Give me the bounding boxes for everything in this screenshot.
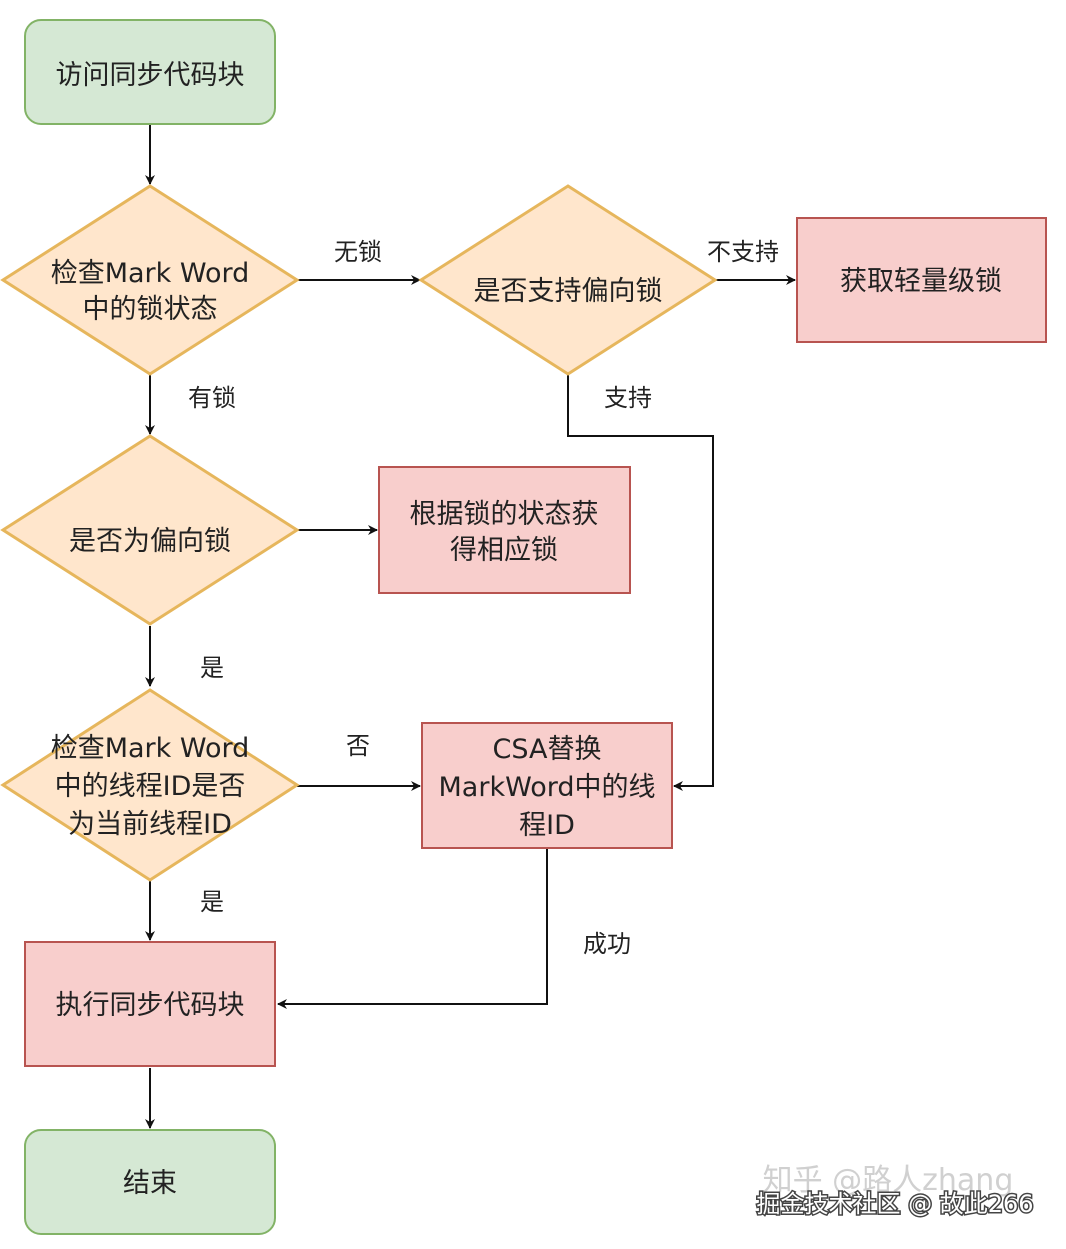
node-check-mark-word-line1: 检查Mark Word	[51, 258, 250, 289]
node-is-biased-label: 是否为偏向锁	[69, 526, 231, 557]
node-get-by-state-line1: 根据锁的状态获	[410, 499, 599, 530]
node-support-biased: 是否支持偏向锁	[418, 184, 718, 376]
node-execute: 执行同步代码块	[24, 941, 276, 1067]
node-end-label: 结束	[123, 1168, 177, 1199]
node-get-lightweight-label: 获取轻量级锁	[840, 266, 1002, 297]
node-check-mark-word: 检查Mark Word 中的锁状态	[0, 184, 300, 376]
node-check-thread-id-line2: 中的线程ID是否	[55, 771, 246, 802]
edge-label-success: 成功	[583, 930, 631, 958]
node-cas-replace-line1: CSA替换	[493, 734, 602, 765]
node-cas-replace-line2: MarkWord中的线	[439, 772, 656, 803]
edge-label-no-thread: 否	[346, 732, 370, 760]
node-end: 结束	[24, 1129, 276, 1235]
node-start: 访问同步代码块	[24, 19, 276, 125]
node-check-thread-id-line3: 为当前线程ID	[68, 809, 232, 840]
node-check-thread-id-line1: 检查Mark Word	[51, 733, 250, 764]
edge-label-has-lock: 有锁	[188, 384, 236, 412]
watermark-zhihu: 知乎 @路人zhang	[763, 1163, 1014, 1198]
edge-cas-to-execute	[277, 848, 548, 1009]
edge-label-not-supported: 不支持	[707, 238, 779, 266]
node-cas-replace: CSA替换 MarkWord中的线 程ID	[421, 722, 673, 849]
edges	[145, 124, 796, 1129]
node-is-biased: 是否为偏向锁	[0, 434, 300, 626]
node-start-label: 访问同步代码块	[56, 60, 245, 91]
node-get-by-state: 根据锁的状态获 得相应锁	[378, 466, 631, 594]
node-check-thread-id: 检查Mark Word 中的线程ID是否 为当前线程ID	[0, 688, 300, 882]
node-support-biased-label: 是否支持偏向锁	[474, 276, 663, 307]
node-get-by-state-line2: 得相应锁	[450, 535, 558, 566]
node-cas-replace-line3: 程ID	[519, 810, 575, 841]
node-check-mark-word-line2: 中的锁状态	[83, 294, 218, 325]
node-execute-label: 执行同步代码块	[56, 990, 245, 1021]
node-get-lightweight: 获取轻量级锁	[796, 217, 1047, 343]
edge-support-to-cas	[567, 374, 714, 791]
edge-label-no-lock: 无锁	[334, 238, 382, 266]
edge-label-yes-thread: 是	[200, 888, 224, 916]
edge-label-supported: 支持	[604, 384, 652, 412]
edge-label-yes-biased: 是	[200, 654, 224, 682]
watermark-juejin: 掘金技术社区 @ 故此266	[756, 1190, 1033, 1218]
